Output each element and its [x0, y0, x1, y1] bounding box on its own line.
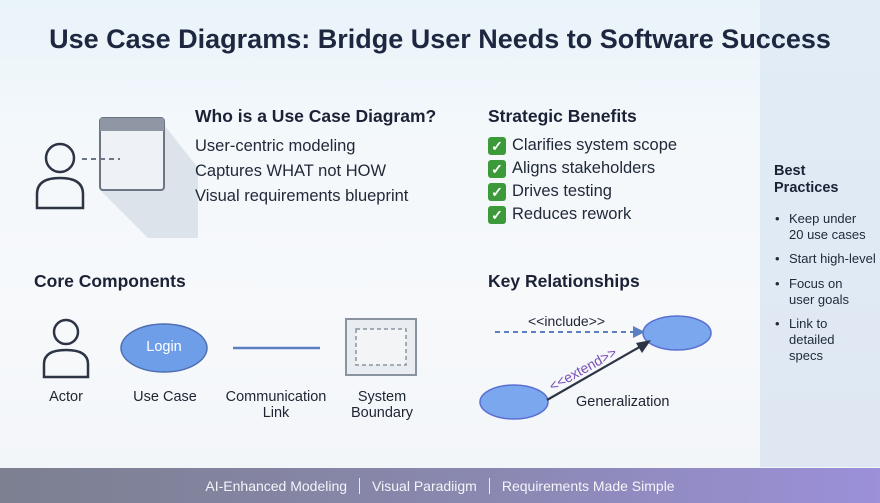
relationships-diagram [479, 315, 712, 420]
generalization-label: Generalization [576, 394, 670, 410]
user-head-icon [44, 142, 76, 174]
benefit-item: ✓ Drives testing [488, 182, 677, 201]
extend-arrowhead-icon [636, 340, 651, 353]
user-body-icon [35, 176, 85, 210]
footer-item: Visual Paradiigm [372, 477, 477, 494]
best-practices-heading-line: Practices [774, 180, 839, 196]
footer-divider [488, 477, 490, 494]
use-case-label: Use Case [133, 389, 197, 405]
benefits-heading: Strategic Benefits [488, 106, 637, 126]
checkmark-icon: ✓ [488, 205, 506, 224]
link-label-line: Link [262, 405, 290, 421]
best-practice-line: Link to [789, 316, 828, 331]
benefit-label: Clarifies system scope [512, 136, 678, 154]
footer-divider [359, 477, 361, 494]
best-practice-line: Focus on [789, 276, 843, 291]
best-practice-line: user goals [789, 292, 849, 307]
best-practice-text: Keep under 20 use cases [789, 211, 866, 243]
best-practices-heading: Best Practices [774, 163, 839, 197]
who-item: User-centric modeling [195, 137, 356, 155]
bullet-icon: • [775, 276, 780, 291]
who-item: Captures WHAT not HOW [195, 162, 387, 180]
benefit-item: ✓ Clarifies system scope [488, 136, 677, 155]
benefit-item: ✓ Aligns stakeholders [488, 159, 677, 178]
benefits-section: Strategic Benefits ✓ Clarifies system sc… [488, 106, 677, 224]
best-practices-panel [760, 0, 880, 467]
include-label: <<include>> [528, 313, 606, 329]
extend-arrow [546, 344, 644, 401]
actor-label: Actor [49, 389, 83, 405]
best-practice-line: detailed [789, 332, 835, 347]
actor-body-icon [42, 348, 90, 379]
best-practice-line: 20 use cases [789, 227, 866, 242]
page-title: Use Case Diagrams: Bridge User Needs to … [49, 24, 831, 54]
footer-item: AI-Enhanced Modeling [205, 477, 348, 494]
bullet-icon: • [775, 251, 780, 266]
benefit-label: Aligns stakeholders [512, 159, 656, 177]
window-titlebar-icon [100, 118, 164, 131]
use-case-inner-label: Login [146, 339, 182, 355]
footer-item: Requirements Made Simple [501, 477, 675, 494]
boundary-label-line: System [357, 389, 407, 405]
best-practice-line: specs [789, 348, 823, 363]
link-label-line: Communication [225, 389, 327, 405]
benefit-item: ✓ Reduces rework [488, 205, 677, 224]
communication-link-label: Communication Link [216, 389, 336, 421]
best-practice-line: Keep under [789, 211, 857, 226]
who-item: Visual requirements blueprint [195, 187, 409, 205]
components-heading: Core Components [34, 271, 186, 291]
best-practice-text: Start high-level [789, 251, 876, 267]
checkmark-icon: ✓ [488, 182, 506, 201]
who-heading: Who is a Use Case Diagram? [195, 106, 437, 126]
relationships-heading: Key Relationships [488, 271, 640, 291]
checkmark-icon: ✓ [488, 159, 506, 178]
best-practice-line: Start high-level [789, 251, 876, 266]
user-window-illustration [35, 117, 198, 238]
checkmark-icon: ✓ [488, 136, 506, 155]
bullet-icon: • [775, 211, 780, 226]
bullet-icon: • [775, 316, 780, 331]
source-use-case-ellipse [479, 384, 549, 420]
target-use-case-ellipse [642, 315, 712, 351]
best-practice-text: Focus on user goals [789, 276, 849, 308]
boundary-label-line: Boundary [350, 405, 414, 421]
benefit-label: Drives testing [512, 182, 612, 200]
best-practices-heading-line: Best [774, 163, 806, 179]
benefit-label: Reduces rework [512, 205, 632, 223]
system-boundary-inner-icon [355, 328, 407, 366]
footer-bar: AI-Enhanced Modeling Visual Paradiigm Re… [0, 468, 880, 503]
components-illustration [42, 318, 417, 379]
system-boundary-label: System Boundary [340, 389, 424, 421]
actor-head-icon [52, 318, 80, 346]
include-arrowhead-icon [633, 326, 645, 338]
best-practice-text: Link to detailed specs [789, 316, 835, 364]
who-section: Who is a Use Case Diagram? User-centric … [195, 106, 436, 206]
use-case-ellipse-icon [120, 323, 208, 373]
